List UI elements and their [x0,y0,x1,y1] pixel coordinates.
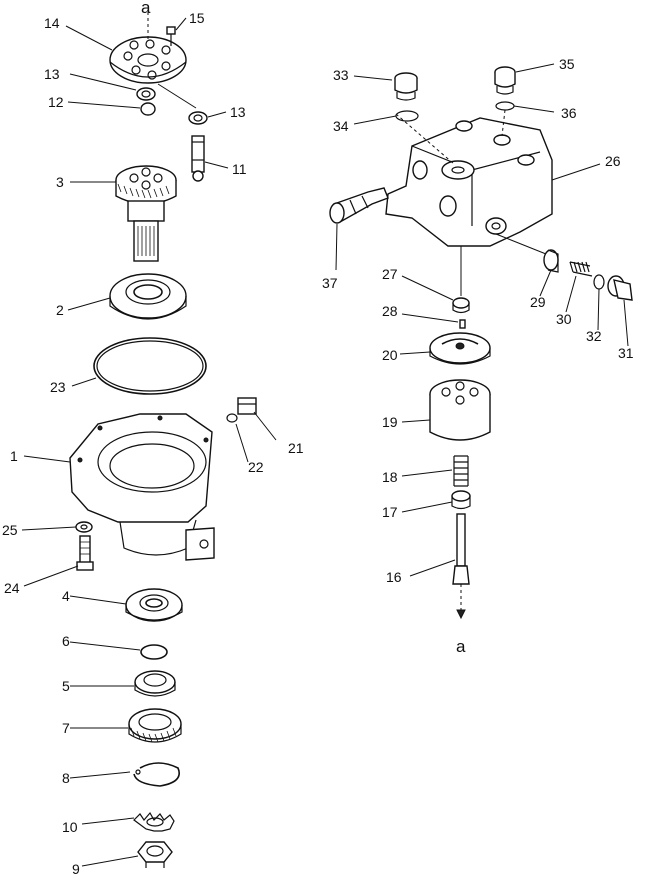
label-29: 29 [530,294,546,310]
part-2-roller-bearing [109,273,187,320]
label-20: 20 [382,347,398,363]
label-33: 33 [333,67,349,83]
label-24: 24 [4,580,20,596]
part-13-seal-upper [136,87,156,101]
part-number-labels: 14 a 15 13 12 13 11 3 2 23 21 22 1 25 24… [2,0,634,877]
label-17: 17 [382,504,398,520]
part-33-plug [394,72,418,101]
part-24-bolt [76,535,94,571]
part-14-valve-plate [109,36,187,84]
part-20-valve-plate [429,332,491,365]
part-15-screw [166,26,176,46]
part-30-spring [569,261,593,277]
part-27-seal [452,297,470,314]
label-1: 1 [10,448,18,464]
label-26: 26 [605,153,621,169]
part-26-valve-body [385,117,553,247]
part-4-ball-bearing [125,588,183,622]
part-3-drive-shaft [115,165,177,262]
part-35-plug [494,66,516,95]
label-28: 28 [382,303,398,319]
part-17-collar [451,490,471,510]
label-8: 8 [62,770,70,786]
label-10: 10 [62,819,78,835]
part-9-nut [137,841,173,868]
ref-mark-a-bottom: a [456,637,466,656]
label-23: 23 [50,379,66,395]
label-13-upper: 13 [44,66,60,82]
label-12: 12 [48,94,64,110]
part-22-o-ring-small [226,413,238,423]
label-4: 4 [62,588,70,604]
label-36: 36 [561,105,577,121]
part-7-gear-ring [128,708,182,743]
label-37: 37 [322,275,338,291]
leader-lines [21,17,629,867]
part-36-o-ring [495,101,515,111]
part-5-collar [134,670,176,697]
label-27: 27 [382,266,398,282]
label-14: 14 [44,15,60,31]
label-34: 34 [333,118,349,134]
label-9: 9 [72,861,80,877]
part-11-pin [191,135,205,182]
label-25: 25 [2,522,18,538]
part-6-ring [140,644,168,660]
part-25-washer [75,521,93,533]
label-21: 21 [288,440,304,456]
part-29-sleeve [543,249,559,273]
label-11: 11 [232,161,247,177]
part-34-o-ring [395,110,419,122]
part-37-relief-valve [329,187,389,224]
part-10-lock-washer [133,811,175,832]
label-31: 31 [618,345,634,361]
part-32-o-ring [593,274,605,290]
part-16-rod [452,513,470,620]
part-8-retaining-ring [133,762,180,787]
label-30: 30 [556,311,572,327]
label-35: 35 [559,56,575,72]
label-19: 19 [382,414,398,430]
label-3: 3 [56,174,64,190]
part-13-seal-lower [188,111,208,125]
part-19-cylinder-block [429,379,491,441]
part-23-o-ring [93,337,207,395]
part-21-plug [237,397,257,415]
label-6: 6 [62,633,70,649]
label-15: 15 [189,10,205,26]
label-5: 5 [62,678,70,694]
label-32: 32 [586,328,602,344]
label-7: 7 [62,720,70,736]
label-2: 2 [56,302,64,318]
part-28-pin [459,319,466,329]
label-18: 18 [382,469,398,485]
part-1-housing [69,413,215,561]
part-12-ball [140,102,156,116]
label-13-lower: 13 [230,104,246,120]
label-16: 16 [386,569,402,585]
part-18-spring [453,455,469,487]
label-22: 22 [248,459,264,475]
ref-mark-a-top: a [141,0,151,17]
part-31-plug [607,275,633,301]
